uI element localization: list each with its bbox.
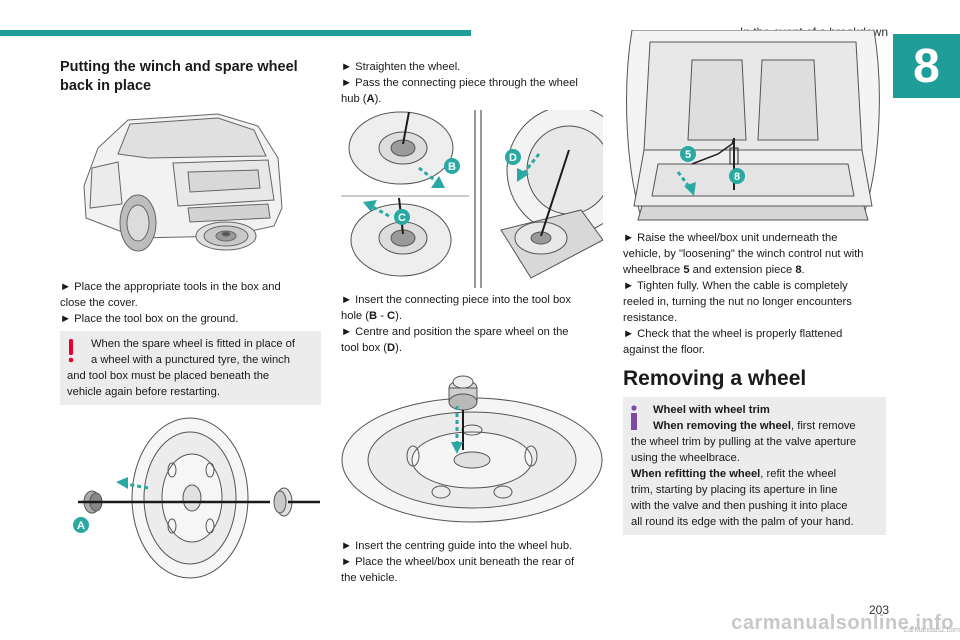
left-instructions: ► Place the appropriate tools in the box… xyxy=(60,281,281,325)
vehicle-underbody-winch-illustration: 5 8 xyxy=(626,30,880,221)
middle-instructions-mid: ► Insert the connecting piece into the t… xyxy=(341,294,571,354)
warning-note: When the spare wheel is fitted in place … xyxy=(60,331,321,405)
middle-instructions-bottom: ► Insert the centring guide into the whe… xyxy=(341,540,575,584)
callout-c: C xyxy=(398,212,406,224)
callout-5: 5 xyxy=(685,149,691,161)
middle-instructions-top: ► Straighten the wheel. ► Pass the conne… xyxy=(341,61,578,105)
watermark-small: CarManuals2.com xyxy=(903,627,960,634)
car-spare-wheel-illustration xyxy=(83,113,283,252)
centring-guide-illustration xyxy=(341,375,603,523)
right-instructions: ► Raise the wheel/box unit underneath th… xyxy=(623,232,864,356)
callout-8: 8 xyxy=(734,171,740,183)
callout-d: D xyxy=(509,152,517,164)
info-note: Wheel with wheel trim When removing the … xyxy=(623,397,886,535)
callout-b: B xyxy=(448,161,456,173)
watermark: carmanualsonline.info xyxy=(731,612,954,634)
tool-box-connection-illustration: B C D xyxy=(341,110,603,288)
wheel-hub-illustration: A xyxy=(73,417,320,579)
chapter-number: 8 xyxy=(893,34,960,98)
info-icon xyxy=(631,405,637,430)
warning-icon xyxy=(68,339,74,363)
callout-a: A xyxy=(77,520,85,532)
header-accent-bar xyxy=(0,30,471,36)
page-number: 203 xyxy=(868,603,889,617)
section-heading: Putting the winch and spare wheel back i… xyxy=(60,59,298,94)
removing-wheel-heading: Removing a wheel xyxy=(623,367,807,390)
